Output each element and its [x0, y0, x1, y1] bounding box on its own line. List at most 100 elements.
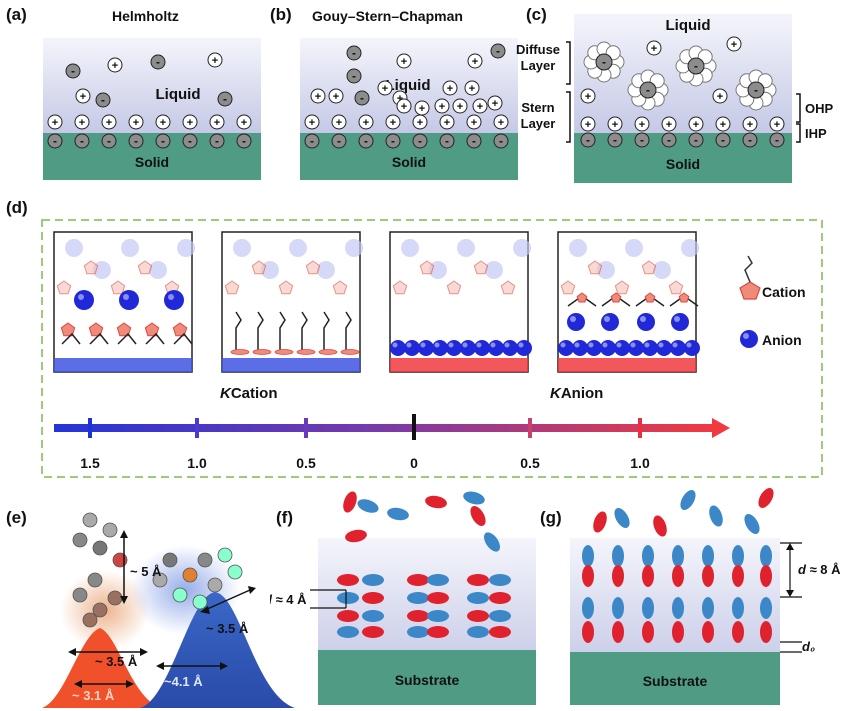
cation-ellipse — [427, 592, 449, 604]
anion-ellipse — [484, 532, 500, 552]
anion-ion: - — [346, 45, 362, 61]
svg-text:+: + — [457, 101, 463, 113]
anion-ion: - — [95, 92, 111, 108]
anion-ion: - — [490, 43, 506, 59]
cation-ion: + — [688, 116, 704, 132]
cation-ion: + — [310, 88, 326, 104]
anion-ion: - — [304, 133, 320, 149]
svg-text:+: + — [774, 119, 780, 131]
ion-group: ----+++++-+-+-+-+-+-+-+- — [580, 36, 785, 148]
cation-ion: + — [769, 116, 785, 132]
anion-ellipse — [680, 490, 696, 510]
cation-ion: + — [442, 80, 458, 96]
panel-f-label: (f) — [276, 508, 293, 527]
anion-ellipse — [582, 545, 594, 567]
cation-ellipse — [758, 488, 774, 508]
axis-tick-label: 1.0 — [187, 455, 207, 471]
anion-ellipse — [582, 597, 594, 619]
panel-a-label: (a) — [6, 5, 27, 24]
svg-text:-: - — [586, 133, 590, 147]
svg-text:-: - — [667, 133, 671, 147]
svg-text:Anion: Anion — [762, 332, 802, 348]
cation-ion: + — [182, 114, 198, 130]
axis-arrowhead — [712, 418, 730, 438]
dim-5: ~ 5 Å — [130, 564, 162, 579]
svg-text:-: - — [775, 133, 779, 147]
dashed-frame — [41, 219, 823, 478]
svg-text:+: + — [309, 117, 315, 129]
atom — [72, 532, 88, 548]
svg-text:-: - — [215, 134, 219, 148]
svg-text:+: + — [112, 60, 118, 72]
svg-text:-: - — [53, 134, 57, 148]
atom — [152, 572, 168, 588]
svg-text:+: + — [693, 119, 699, 131]
atom — [192, 594, 208, 610]
cation-ellipse — [407, 610, 429, 622]
atom — [87, 572, 103, 588]
anion-ion: - — [439, 133, 455, 149]
svg-text:+: + — [79, 117, 85, 129]
svg-text:+: + — [336, 117, 342, 129]
anion-ellipse — [489, 610, 511, 622]
svg-text:-: - — [188, 134, 192, 148]
helmholtz-diagram: Solid Liquid -+-++--+-+-+-+-+-+-+-+- — [43, 38, 261, 180]
solid-text: Solid — [135, 154, 169, 170]
svg-text:+: + — [187, 117, 193, 129]
cation-ion: + — [487, 95, 503, 111]
svg-text:+: + — [498, 117, 504, 129]
anion-ellipse — [760, 545, 772, 567]
panel-b-label: (b) — [270, 5, 292, 24]
cation-ellipse — [362, 626, 384, 638]
cation-ion: + — [580, 116, 596, 132]
anion-ellipse — [489, 574, 511, 586]
svg-text:+: + — [612, 119, 618, 131]
axis-tick — [88, 418, 92, 438]
atom — [227, 564, 243, 580]
svg-text:+: + — [333, 91, 339, 103]
anion-distribution — [140, 592, 295, 708]
svg-text:+: + — [382, 83, 388, 95]
cation-ellipse — [337, 574, 359, 586]
svg-text:+: + — [133, 117, 139, 129]
anion-ion: - — [769, 132, 785, 148]
svg-text:-: - — [71, 64, 75, 78]
anion-ion: - — [74, 133, 90, 149]
anion-ellipse — [463, 491, 485, 505]
axis-tick — [195, 418, 199, 438]
atom — [92, 540, 108, 556]
anion-ellipse — [467, 592, 489, 604]
panel-g-label: (g) — [540, 508, 562, 527]
ihp-label: IHP — [805, 126, 827, 141]
anion-ellipse — [744, 514, 760, 534]
substrate-block — [318, 650, 536, 705]
legend-cation: Cation — [739, 255, 806, 300]
ionic-box-3 — [389, 231, 532, 373]
anion-ellipse — [427, 574, 449, 586]
liquid-text: Liquid — [386, 77, 431, 94]
svg-text:+: + — [439, 101, 445, 113]
cation-ion: + — [661, 116, 677, 132]
anion-ellipse — [337, 592, 359, 604]
anion-ion: - — [217, 91, 233, 107]
svg-text:-: - — [360, 91, 364, 105]
cation-ellipse — [470, 506, 486, 526]
atom — [162, 552, 178, 568]
anion-ion: - — [607, 132, 623, 148]
panel-c-label: (c) — [526, 5, 547, 24]
atom — [182, 567, 198, 583]
solid-text: Solid — [392, 154, 426, 170]
cation-ellipse — [467, 574, 489, 586]
axis-tick-label: 0.5 — [296, 455, 316, 471]
svg-text:-: - — [391, 134, 395, 148]
svg-text:+: + — [585, 91, 591, 103]
cation-ion: + — [358, 114, 374, 130]
panel-d-label: (d) — [6, 198, 28, 217]
cation-ion: + — [128, 114, 144, 130]
panel-e-label: (e) — [6, 508, 27, 527]
svg-text:+: + — [731, 39, 737, 51]
cation-ellipse — [489, 626, 511, 638]
svg-text:+: + — [397, 93, 403, 105]
anion-ellipse — [427, 610, 449, 622]
cation-ion: + — [726, 36, 742, 52]
